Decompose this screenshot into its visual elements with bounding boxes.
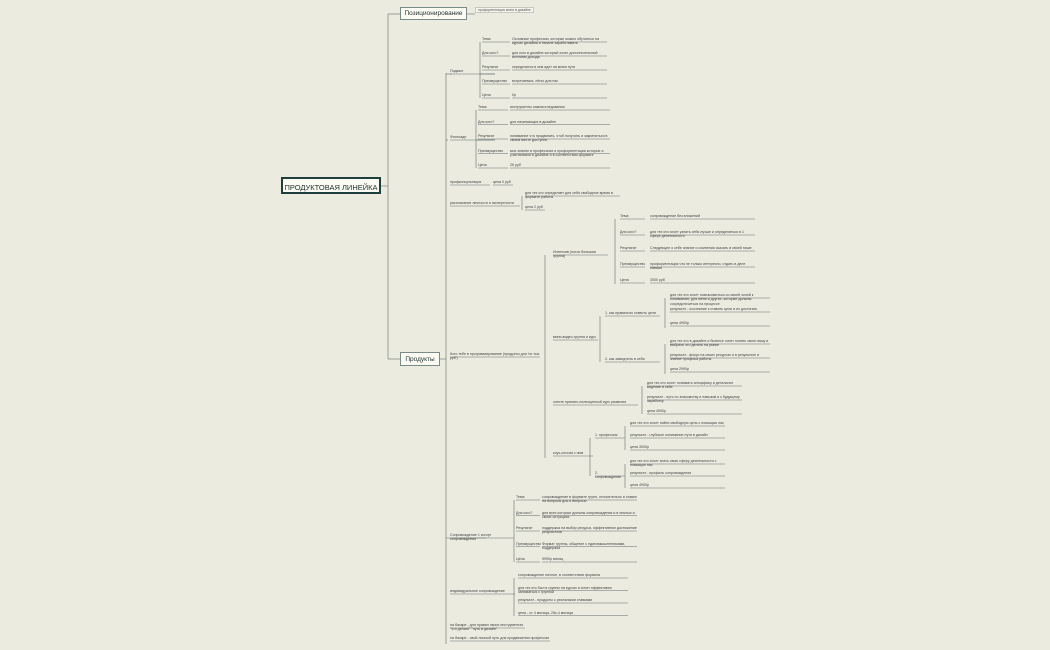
podcast-key[interactable]: Тема (482, 37, 491, 41)
coach-row[interactable]: для тех кто хочет знать свою сферу деяте… (630, 459, 717, 468)
intensive-value[interactable]: 3000 руб (650, 278, 665, 282)
mentoring-key[interactable]: Цена (516, 557, 525, 561)
podcast-value[interactable]: встречаемся, лёгко для нас (512, 79, 559, 83)
intensive-value[interactable]: для тех кто хочет узнать себя лучше и оп… (650, 230, 745, 239)
mentoring-value[interactable]: сопровождение в формате групп, относител… (542, 495, 637, 504)
mentoring-value[interactable]: для всех которые должны сопровождения и … (542, 510, 635, 519)
diagnostic-row[interactable]: цена 2 руб (525, 205, 543, 209)
group-row[interactable]: для тех кто в дизайне и бизнесе хочет по… (670, 339, 769, 348)
coach-label[interactable]: коуч-сессия с ним (553, 451, 584, 455)
coach-item[interactable]: 1. профессия (595, 433, 618, 437)
intensive-key[interactable]: Для кого? (620, 230, 637, 234)
intensive-value[interactable]: Следующее о себе знание и сомнения сказа… (650, 246, 752, 250)
individual-row[interactable]: для тех кто был в группы на курсах и хоч… (518, 585, 612, 594)
plan-row[interactable]: цена 4900р (647, 409, 666, 413)
podcast-key[interactable]: Результат (482, 65, 499, 69)
fingerprint-key[interactable]: Цена (478, 163, 487, 167)
group-row[interactable]: цена 4900р (670, 321, 689, 325)
group-row[interactable]: результат - фокус на своих ресурсах и в … (670, 353, 759, 362)
podcast-value[interactable]: определится в кем идет на моем пути (512, 65, 576, 69)
group-row[interactable]: цена 2990р (670, 367, 689, 371)
plan-row[interactable]: результат - путь по знакомству и навыков… (647, 395, 740, 404)
positioning-node[interactable]: Позиционирование (400, 7, 467, 20)
podcast-key[interactable]: Для кого? (482, 51, 499, 55)
consult-label[interactable]: профконсультация (450, 180, 482, 184)
coach-row[interactable]: цена 3000р (630, 445, 649, 449)
intensive-value[interactable]: профориентация что не только интересно, … (650, 262, 746, 271)
individual-row[interactable]: результат - продукты с реальными ставкам… (518, 598, 593, 602)
mentoring-value[interactable]: 9990р месяц (542, 557, 564, 561)
plan-label[interactable]: хотите принять полноценный курс развития (553, 400, 627, 404)
intensive-key[interactable]: Тема (620, 214, 629, 218)
mentoring-value[interactable]: поддержка на выбор ресурса, эффективное … (542, 526, 637, 535)
podcast-key[interactable]: Преимущество (482, 79, 508, 83)
intensive-value[interactable]: сопровождение без вложений (650, 214, 701, 218)
group-row[interactable]: для тех кто хочет познакомиться со своей… (670, 293, 754, 306)
podcast-value[interactable]: для кого в дизайне который хочет дополни… (512, 51, 598, 60)
products-node[interactable]: Продукты (400, 352, 440, 366)
fingerprint-key[interactable]: Преимущество (478, 148, 504, 153)
fingerprint-key[interactable]: Для кого? (478, 119, 495, 124)
coach-row[interactable]: цена 4900р (630, 483, 649, 487)
fingerprint-value[interactable]: инструменты самоисследования (510, 105, 565, 109)
fingerprint-label[interactable]: Фнотоадн (450, 135, 467, 139)
coach-row[interactable]: результат - профиль сопровождения (630, 471, 692, 475)
group-item[interactable]: 2. как замедлить в себя (605, 357, 645, 361)
individual-label[interactable]: индивидуальное сопровождение (450, 589, 505, 593)
individual-row[interactable]: сопровождение личное, в соответствии фор… (518, 573, 601, 577)
fingerprint-value[interactable]: понимание что продвигать, чтоб получить … (510, 134, 608, 143)
fingerprint-key[interactable]: Тема (478, 105, 487, 109)
podcast-label[interactable]: Подкаст (450, 69, 464, 73)
podcast-value[interactable]: 0р (512, 93, 516, 97)
mentoring-key[interactable]: Тема (516, 495, 525, 499)
intensive-key[interactable]: Преимущество (620, 262, 646, 266)
coach-item[interactable]: 2. сопровождение (595, 471, 622, 480)
coach-row[interactable]: для тех кто хочет найти свободную цель с… (630, 421, 724, 425)
group-label[interactable]: мини-видео-группа и курс (553, 335, 597, 339)
mentoring-label[interactable]: Сопровождение 1 когорт сопровождения (450, 533, 492, 542)
intensive-key[interactable]: Результат (620, 246, 637, 250)
intensive-key[interactable]: Цена (620, 278, 629, 282)
group-item[interactable]: 1. как правильно ставить цели (605, 311, 656, 315)
diagnostic-row[interactable]: для тех кто определяет для себя свободно… (525, 191, 613, 200)
plan-row[interactable]: для тех кто хочет понимать специфику и д… (647, 381, 734, 390)
mentoring-key[interactable]: Результат (516, 526, 533, 530)
mentoring-key[interactable]: Для кого? (516, 510, 533, 515)
fingerprint-key[interactable]: Результат (478, 134, 495, 138)
intensive-label[interactable]: Интенсив (поток большая группа) (553, 250, 596, 259)
podcast-key[interactable]: Цена (482, 93, 491, 97)
course-label[interactable]: Кого тебе в программирование (продукты д… (450, 352, 540, 361)
mentoring-value[interactable]: Формат группы, общение с единомышленника… (542, 541, 626, 550)
coach-row[interactable]: результат - глубокое понимание пути в ди… (630, 433, 708, 437)
fingerprint-value[interactable]: для начинающих в дизайне (510, 119, 557, 124)
consult-value[interactable]: цена 0 руб (493, 180, 511, 184)
group-row[interactable]: результат - осознание к ставить цели и и… (670, 307, 758, 311)
podcast-value[interactable]: Основные профессии, которые можно обучит… (512, 37, 599, 46)
mentoring-key[interactable]: Преимущество (516, 541, 542, 546)
diagnostic-label[interactable]: распознание личности и экспертности (450, 201, 514, 205)
root-node[interactable]: ПРОДУКТОВАЯ ЛИНЕЙКА (281, 177, 381, 194)
individual-row[interactable]: цена - от 4 месяца, 25к-4 месяца (518, 610, 574, 615)
positioning-note: профориентация книги в дизайне (475, 7, 534, 13)
fingerprint-value[interactable]: мое знание в профессиях и профориентации… (510, 148, 604, 157)
bonus2[interactable]: на базаре - свой личный путь для продвиж… (450, 636, 550, 640)
fingerprint-value[interactable]: 2К руб (510, 163, 521, 167)
bonus1[interactable]: на базаре - для правил своих инструмента… (450, 623, 524, 632)
